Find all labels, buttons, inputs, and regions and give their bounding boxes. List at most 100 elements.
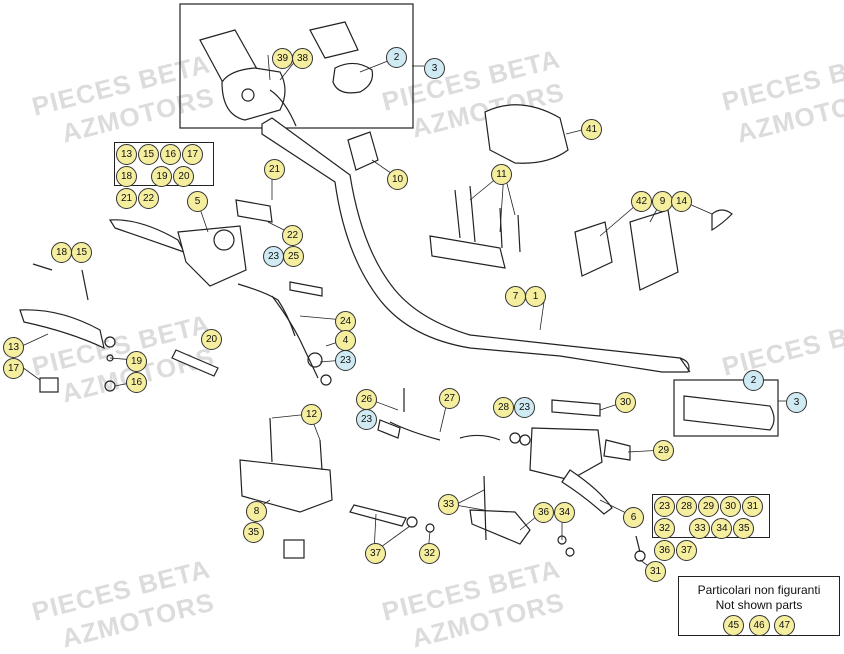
switch-42 <box>574 221 613 277</box>
clutch-hose <box>237 283 296 337</box>
lever-bracket <box>469 509 531 545</box>
cable-clip <box>711 209 733 232</box>
cable-end-27 <box>377 419 401 439</box>
callout-37: 37 <box>365 543 386 564</box>
callout-38: 38 <box>292 48 313 69</box>
callout-42: 42 <box>631 191 652 212</box>
grip-ring <box>332 62 374 94</box>
legend-callout: 18 <box>116 166 137 187</box>
callout-23: 23 <box>514 397 535 418</box>
callout-23: 23 <box>263 246 284 267</box>
not-shown-callout: 47 <box>773 615 795 636</box>
callout-25: 25 <box>283 246 304 267</box>
callout-32: 32 <box>419 543 440 564</box>
throttle-cable <box>269 89 297 127</box>
callout-36: 36 <box>533 502 554 523</box>
not-shown-callout: 46 <box>748 615 770 636</box>
callout-8: 8 <box>246 501 267 522</box>
legend-callout: 29 <box>698 496 719 517</box>
callout-7: 7 <box>505 286 526 307</box>
callout-29: 29 <box>653 440 674 461</box>
hot-start-lever <box>19 309 105 350</box>
legend-callout: 35 <box>733 518 755 539</box>
callout-18: 18 <box>51 242 72 263</box>
callout-2: 2 <box>386 47 407 68</box>
brake-master-cylinder <box>529 427 603 481</box>
callout-13: 13 <box>3 337 24 358</box>
hose-24 <box>271 295 319 379</box>
bracket-29 <box>603 439 631 461</box>
legend-callout: 28 <box>676 496 697 517</box>
callout-30: 30 <box>615 392 636 413</box>
bar-pad <box>484 104 569 164</box>
rubber-block-17 <box>39 377 59 393</box>
legend-callout: 23 <box>654 496 675 517</box>
callout-21: 21 <box>264 159 285 180</box>
legend-callout: 22 <box>138 188 159 209</box>
not-shown-title-it: Particolari non figuranti <box>697 583 821 597</box>
callout-22: 22 <box>282 225 303 246</box>
cable-adjuster <box>171 349 219 377</box>
legend-callout: 19 <box>151 166 173 187</box>
callout-34: 34 <box>554 502 575 523</box>
throttle-housing-screw <box>241 88 255 102</box>
hot-start-cable <box>389 421 501 441</box>
callout-24: 24 <box>335 311 356 332</box>
switch-9 <box>629 209 679 291</box>
legend-callout: 36 <box>654 540 675 561</box>
callout-1: 1 <box>525 286 546 307</box>
callout-35: 35 <box>243 522 264 543</box>
legend-callout: 30 <box>720 496 741 517</box>
callout-2: 2 <box>743 370 764 391</box>
callout-14: 14 <box>671 191 692 212</box>
bracket-22 <box>235 199 273 223</box>
switch-10 <box>347 131 379 171</box>
grip-detail-frame <box>673 379 779 437</box>
callout-12: 12 <box>301 404 322 425</box>
brake-lever <box>561 469 613 515</box>
callout-26: 26 <box>356 389 377 410</box>
callout-3: 3 <box>424 58 445 79</box>
not-shown-parts-box: Particolari non figuranti Not shown part… <box>678 576 840 636</box>
clutch-lever <box>108 219 186 254</box>
callout-23: 23 <box>335 350 356 371</box>
callout-5: 5 <box>187 191 208 212</box>
legend-callout: 33 <box>689 518 711 539</box>
callout-31: 31 <box>645 561 666 582</box>
throttle-grip-right <box>309 21 359 59</box>
reservoir-cover <box>551 399 601 417</box>
callout-16: 16 <box>126 372 147 393</box>
legend-callout: 21 <box>116 188 137 209</box>
block-35 <box>283 539 305 559</box>
callout-28: 28 <box>493 397 514 418</box>
callout-15: 15 <box>71 242 92 263</box>
callout-19: 19 <box>126 351 147 372</box>
callout-17: 17 <box>3 358 24 379</box>
legend-callout: 15 <box>138 144 159 165</box>
callout-27: 27 <box>439 388 460 409</box>
callout-6: 6 <box>623 507 644 528</box>
handlebar <box>261 117 690 373</box>
callout-10: 10 <box>387 169 408 190</box>
right-grip <box>683 395 775 431</box>
callout-39: 39 <box>272 48 293 69</box>
legend-callout: 17 <box>182 144 203 165</box>
callout-41: 41 <box>581 119 602 140</box>
callout-33: 33 <box>438 494 459 515</box>
legend-callout: 34 <box>711 518 733 539</box>
callout-4: 4 <box>335 330 356 351</box>
not-shown-title-en: Not shown parts <box>715 598 803 612</box>
hose-fitting <box>289 281 323 297</box>
legend-callout: 13 <box>116 144 137 165</box>
callout-23: 23 <box>356 409 377 430</box>
callout-3: 3 <box>786 392 807 413</box>
reservoir-cap <box>213 229 235 251</box>
not-shown-callout: 45 <box>723 615 745 636</box>
bar-end-right <box>679 357 691 373</box>
legend-callout: 16 <box>160 144 181 165</box>
callout-9: 9 <box>652 191 673 212</box>
callout-20: 20 <box>201 329 222 350</box>
